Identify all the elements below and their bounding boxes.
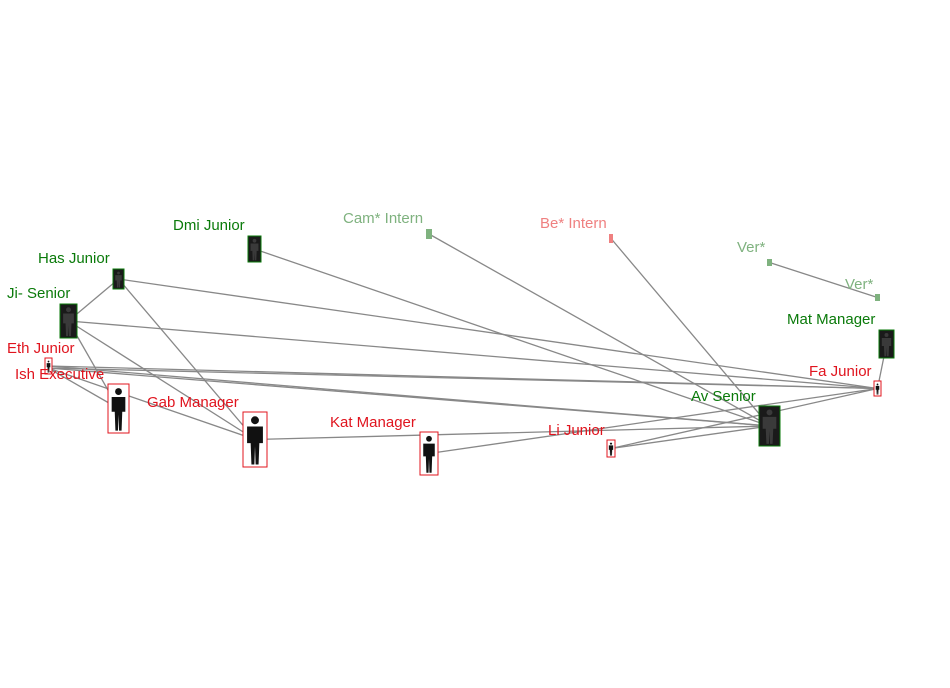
edge-ji-p2 — [68, 320, 256, 441]
node-label-ji: Ji- Senior — [7, 285, 70, 302]
node-label-has: Has Junior — [38, 250, 110, 267]
edge-be-av — [610, 238, 770, 427]
edge-ish-p1 — [47, 367, 119, 410]
person-icon[interactable] — [247, 235, 262, 263]
node-label-gab: Gab Manager — [147, 394, 239, 411]
person-icon[interactable] — [606, 439, 616, 458]
node-label-ish: Ish Executive — [15, 366, 104, 383]
node-label-ver1: Ver* — [737, 239, 766, 256]
person-icon[interactable] — [875, 294, 880, 301]
edge-ish-p2 — [47, 367, 256, 441]
edge-ish-av — [47, 367, 770, 427]
node-label-fa: Fa Junior — [809, 363, 872, 380]
person-icon[interactable] — [426, 229, 432, 239]
edge-layer — [47, 233, 888, 455]
edge-kat-fa — [428, 387, 878, 455]
person-icon[interactable] — [419, 431, 439, 476]
person-icon[interactable] — [107, 383, 130, 434]
person-icon[interactable] — [44, 357, 53, 375]
edge-p2-av — [254, 425, 770, 441]
node-label-be: Be* Intern — [540, 215, 607, 232]
node-label-li: Li Junior — [548, 422, 605, 439]
edge-li-av — [610, 425, 770, 450]
edge-cam-av — [428, 233, 770, 427]
node-label-cam: Cam* Intern — [343, 210, 423, 227]
node-label-mat: Mat Manager — [787, 311, 875, 328]
edge-ji-fa — [68, 320, 878, 390]
node-layer — [44, 229, 895, 476]
edge-ish-fa — [47, 367, 878, 390]
edge-has-fa — [118, 278, 878, 390]
edge-ver1-ver2 — [769, 261, 878, 299]
person-icon[interactable] — [767, 259, 772, 266]
person-icon[interactable] — [112, 268, 125, 290]
edge-dmi-av — [254, 248, 770, 427]
node-label-dmi: Dmi Junior — [173, 217, 245, 234]
person-icon[interactable] — [873, 380, 882, 397]
edge-has-p2 — [118, 278, 256, 440]
node-label-av: Av Senior — [691, 388, 756, 405]
edge-li-fa — [610, 387, 878, 450]
node-label-ver2: Ver* — [845, 276, 874, 293]
person-icon[interactable] — [758, 405, 781, 447]
node-label-eth: Eth Junior — [7, 340, 75, 357]
person-icon[interactable] — [609, 234, 613, 243]
person-icon[interactable] — [878, 329, 895, 359]
person-icon[interactable] — [242, 411, 268, 468]
node-label-kat: Kat Manager — [330, 414, 416, 431]
person-icon[interactable] — [59, 303, 78, 339]
